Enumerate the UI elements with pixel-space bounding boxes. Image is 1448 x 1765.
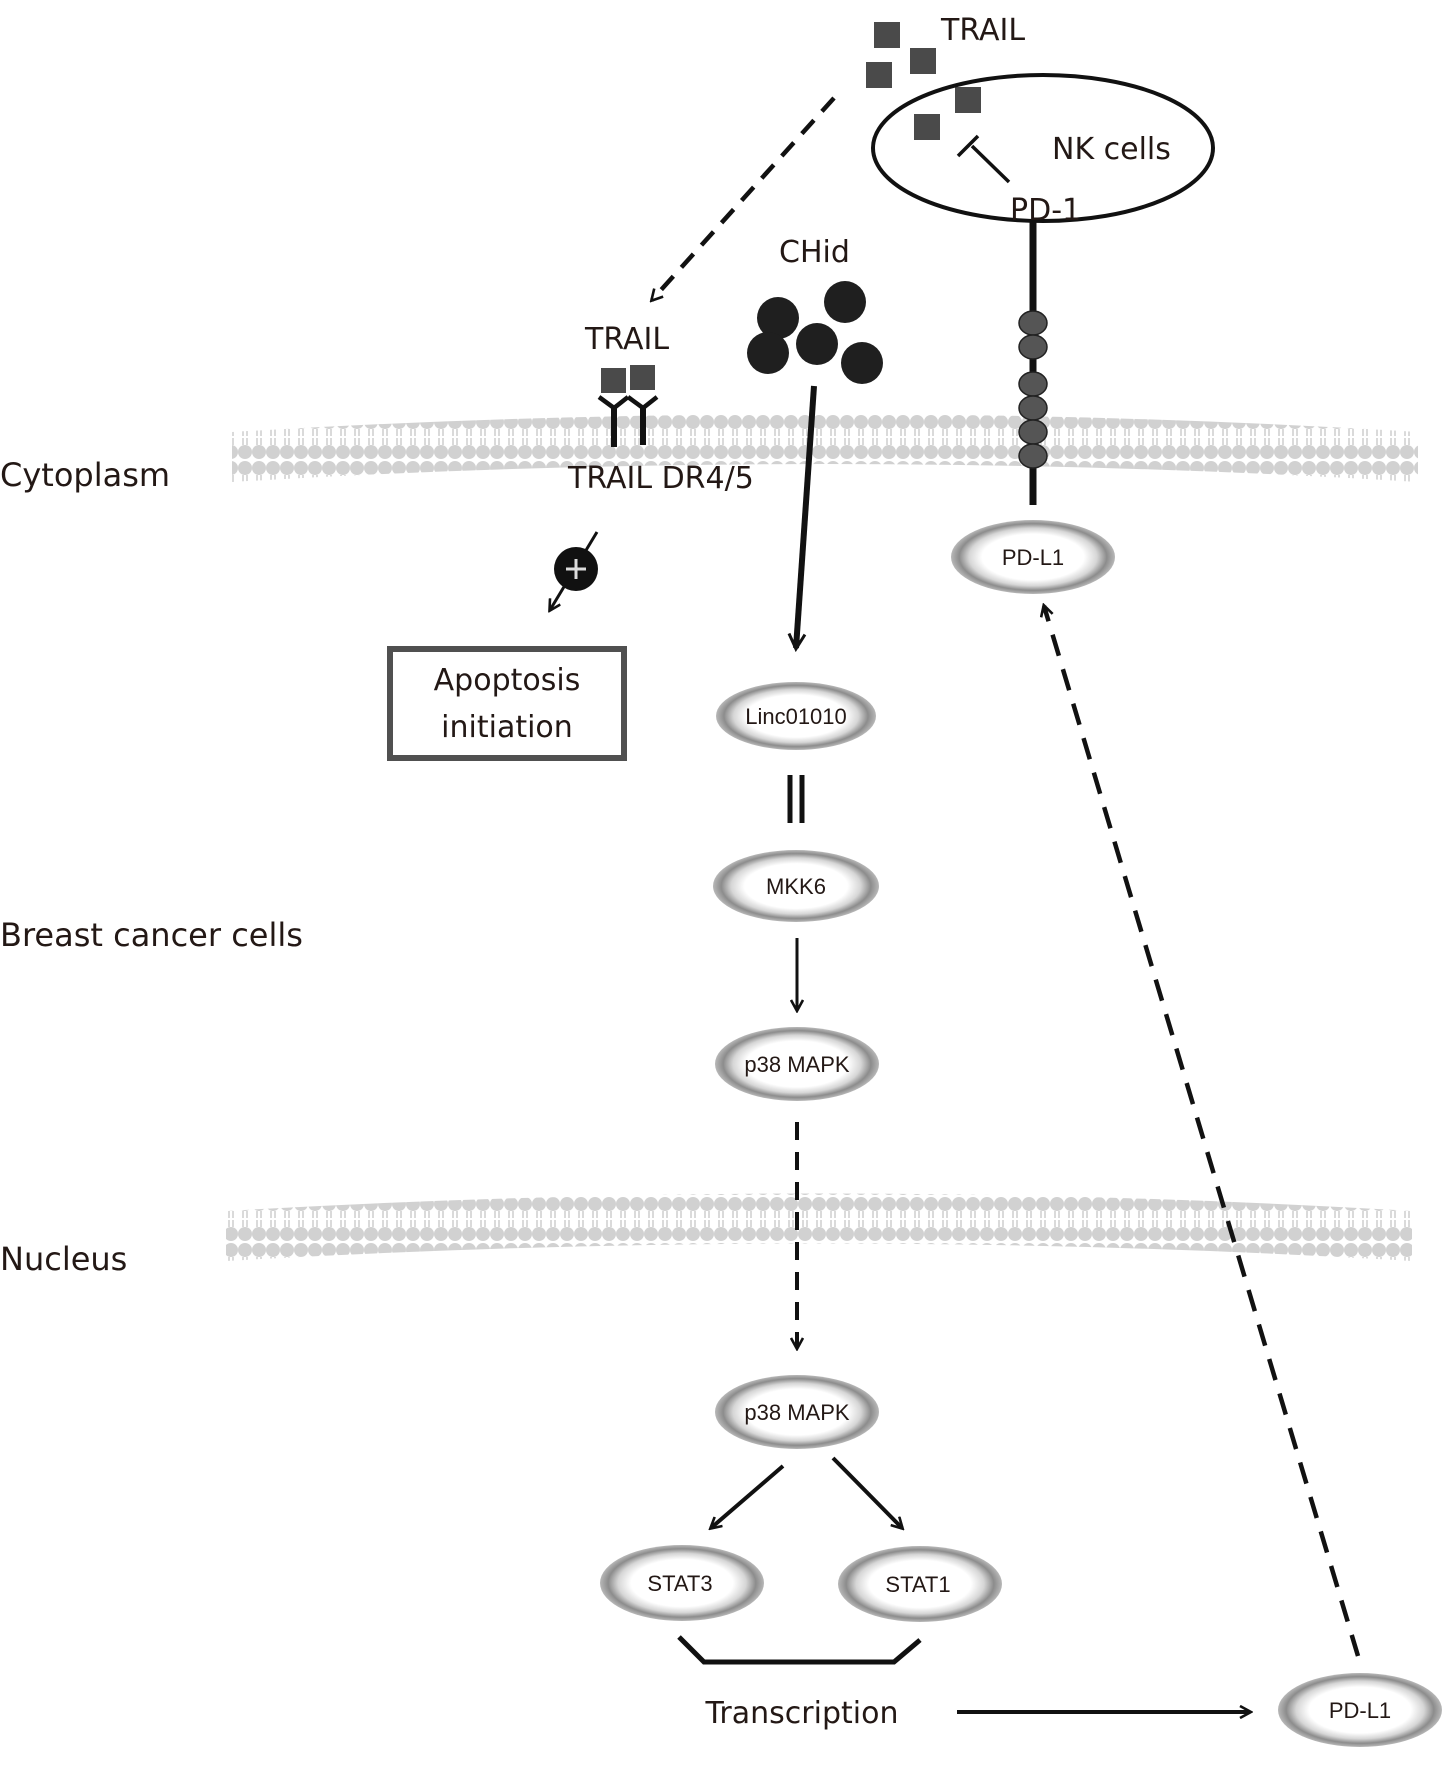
apoptosis-line1: Apoptosis: [434, 663, 581, 698]
pdl1-bead: [1018, 371, 1048, 397]
trail-label-top: TRAIL: [940, 13, 1025, 48]
transcription-label: Transcription: [705, 1696, 899, 1731]
node-stat1-label: STAT1: [885, 1572, 950, 1597]
trail-label-receptor: TRAIL: [584, 322, 669, 357]
trail-dashed-arrow: [652, 96, 836, 300]
pd1-bead: [1018, 334, 1048, 360]
chid-label: CHid: [779, 235, 850, 270]
chid-particle: [841, 342, 883, 384]
label-cytoplasm: Cytoplasm: [0, 456, 170, 494]
node-mkk6-label: MKK6: [766, 874, 826, 899]
node-pdl1-product-label: PD-L1: [1329, 1698, 1391, 1723]
pd1-label: PD-1: [1010, 193, 1081, 228]
chid-arrow: [796, 385, 817, 648]
trail-square: [955, 87, 981, 113]
chid-particles: [747, 281, 883, 384]
pdl1-bead: [1018, 419, 1048, 445]
nuclear-membrane: [226, 1193, 1412, 1261]
node-p38-nucleus-label: p38 MAPK: [744, 1400, 849, 1425]
trail-receptor-icon: [597, 365, 659, 447]
nk-cells-label: NK cells: [1052, 132, 1171, 167]
node-p38-cytoplasm: [715, 1027, 879, 1101]
apoptosis-line2: initiation: [441, 710, 573, 745]
node-stat3-label: STAT3: [647, 1571, 712, 1596]
node-p38-nucleus: [715, 1375, 879, 1449]
label-breast-cancer-cells: Breast cancer cells: [0, 916, 303, 954]
node-stat3: [600, 1545, 764, 1621]
pd1-pdl1-complex: [1018, 222, 1048, 505]
trail-square: [910, 48, 936, 74]
plus-activation-icon: [554, 547, 598, 591]
node-pdl1-product: [1278, 1673, 1442, 1747]
label-nucleus: Nucleus: [0, 1240, 127, 1278]
binding-icon: [787, 775, 805, 823]
trail-square: [874, 22, 900, 48]
node-linc01010-label: Linc01010: [745, 704, 847, 729]
plasma-membrane: [232, 414, 1418, 482]
chid-particle: [824, 281, 866, 323]
chid-particle: [747, 332, 789, 374]
trail-square: [914, 114, 940, 140]
trail-dr45-label: TRAIL DR4/5: [567, 461, 754, 496]
pdl1-trafficking-arrow: [1044, 606, 1361, 1657]
trail-ligand-cluster: [866, 22, 981, 140]
node-p38-cytoplasm-label: p38 MAPK: [744, 1052, 849, 1077]
pdl1-bead: [1018, 395, 1048, 421]
apoptosis-initiation-box: [387, 646, 627, 761]
p38-to-stat1-arrow: [831, 1456, 902, 1528]
nk-cell: [871, 73, 1215, 223]
pd1-bead: [1018, 310, 1048, 336]
p38-to-stat3-arrow: [711, 1464, 785, 1528]
chid-particle: [796, 323, 838, 365]
node-mkk6: [713, 850, 879, 922]
trail-square: [866, 62, 892, 88]
node-pdl1-membrane: [951, 520, 1115, 594]
node-linc01010: [716, 682, 876, 750]
chid-particle: [757, 297, 799, 339]
node-stat1: [838, 1546, 1002, 1622]
pdl1-bead: [1018, 443, 1048, 469]
node-pdl1-membrane-label: PD-L1: [1002, 545, 1064, 570]
pd1-inhibition-icon: [956, 134, 1011, 184]
transcription-bracket: [677, 1635, 922, 1665]
